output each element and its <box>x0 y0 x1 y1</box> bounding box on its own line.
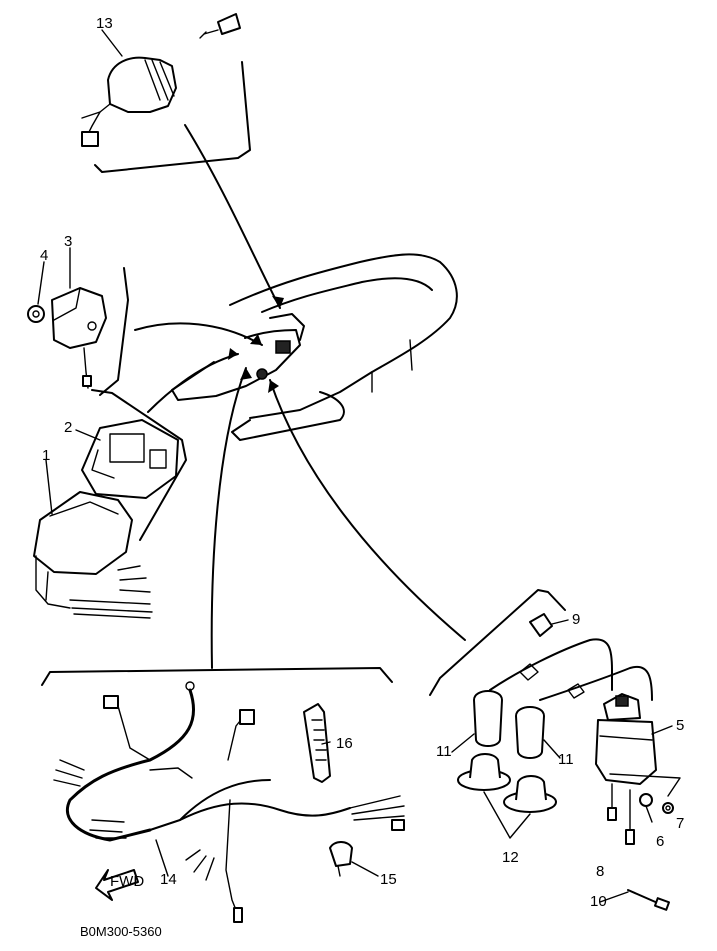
main-switch[interactable] <box>81 56 177 147</box>
callout-10: 10 <box>590 893 607 910</box>
ignition-coil[interactable] <box>595 693 657 785</box>
harness-connector-bottom <box>233 907 243 923</box>
callout-12: 12 <box>502 849 519 866</box>
callout-3: 3 <box>64 233 72 250</box>
terminal-wire[interactable] <box>607 783 617 821</box>
callout-numbers: 13 3 4 2 1 9 5 11 11 7 6 12 8 10 16 15 1… <box>40 15 684 910</box>
ground-lead[interactable] <box>627 889 671 911</box>
frame-mount-point <box>275 340 291 354</box>
cdi-bracket[interactable] <box>81 419 179 499</box>
plug-cover-left[interactable] <box>457 753 511 791</box>
callout-5: 5 <box>676 717 684 734</box>
spark-plug-cap-left[interactable] <box>473 690 503 747</box>
main-switch-connector <box>81 131 99 147</box>
cdi-unit[interactable] <box>33 491 153 619</box>
wire-harness[interactable] <box>53 681 405 923</box>
leader-harness <box>210 367 247 669</box>
plug-cover-right[interactable] <box>503 775 557 813</box>
leader-12 <box>483 791 531 839</box>
harness-leads-bottom <box>185 849 215 881</box>
callout-4: 4 <box>40 247 48 264</box>
vehicle-frame <box>171 253 458 441</box>
callout-11-right: 11 <box>558 751 574 768</box>
frame-hole <box>256 368 268 380</box>
leader-relay <box>134 322 263 346</box>
bracket-relay <box>99 267 129 396</box>
spark-plug-cap-right[interactable] <box>515 706 545 759</box>
cable-band[interactable] <box>303 703 331 783</box>
bracket-cdi <box>91 389 187 541</box>
bracket-ignition-coil <box>429 589 566 696</box>
callout-8: 8 <box>596 863 604 880</box>
bracket-main-switch <box>94 61 251 173</box>
bracket-harness <box>41 667 393 686</box>
callout-6: 6 <box>656 833 664 850</box>
coil-lead-8[interactable] <box>625 789 635 845</box>
callout-14: 14 <box>160 871 177 888</box>
clamp[interactable] <box>329 841 353 877</box>
callout-13: 13 <box>96 15 113 32</box>
leader-main-switch <box>184 124 281 309</box>
leader-cdi <box>147 353 239 413</box>
harness-leads-left <box>53 759 85 787</box>
cap-clip[interactable] <box>529 613 553 637</box>
cdi-leads <box>69 599 153 619</box>
relay[interactable] <box>51 287 107 389</box>
callout-16: 16 <box>336 735 353 752</box>
group-brackets <box>41 61 566 696</box>
leader-5-7 <box>609 773 681 797</box>
harness-connector-left <box>103 695 119 709</box>
callout-1: 1 <box>42 447 50 464</box>
diagram-code: B0M300-5360 <box>80 924 162 939</box>
callout-2: 2 <box>64 419 72 436</box>
callout-15: 15 <box>380 871 397 888</box>
callout-leaders <box>37 29 673 903</box>
washer[interactable] <box>662 802 674 814</box>
harness-connector-top <box>239 709 255 725</box>
fwd-arrow-label: FWD <box>110 873 144 890</box>
leader-lines <box>134 124 466 669</box>
callout-7: 7 <box>676 815 684 832</box>
fwd-arrow: FWD <box>95 869 144 901</box>
callout-9: 9 <box>572 611 580 628</box>
nut[interactable] <box>27 305 45 323</box>
bolt[interactable] <box>639 793 653 823</box>
callout-11-left: 11 <box>436 743 452 760</box>
high-tension-leads <box>489 638 653 701</box>
main-switch-key[interactable] <box>199 13 241 39</box>
leader-ignition-coil <box>269 379 466 641</box>
harness-leads-right <box>349 795 405 821</box>
